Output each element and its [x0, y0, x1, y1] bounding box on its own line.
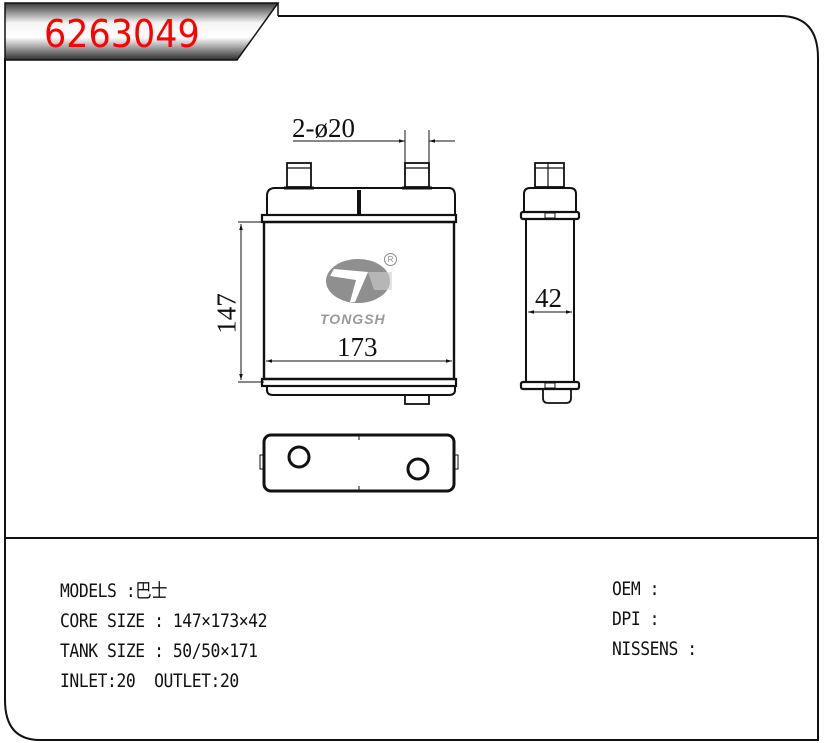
core-height-label: 147	[211, 293, 242, 334]
core-depth-label: 42	[535, 283, 562, 313]
pipe-diameter-label: 2-ø20	[292, 113, 355, 143]
brand-logo-text: TONGSH	[320, 311, 386, 327]
spec-core-size: CORE SIZE : 147×173×42	[60, 610, 267, 632]
spec-inlet-outlet: INLET:20 OUTLET:20	[60, 670, 239, 692]
spec-dpi: DPI :	[612, 608, 660, 630]
specs-left: MODELS :巴士 CORE SIZE : 147×173×42 TANK S…	[60, 576, 267, 696]
spec-oem: OEM :	[612, 578, 660, 600]
core-width-label: 173	[337, 332, 378, 362]
spec-models: MODELS :巴士	[60, 580, 168, 602]
header-banner	[4, 2, 280, 61]
specs-right: OEM : DPI : NISSENS :	[612, 574, 697, 664]
spec-tank-size: TANK SIZE : 50/50×171	[60, 640, 258, 662]
registered-mark-icon: R	[384, 253, 397, 266]
side-view	[519, 162, 581, 404]
front-view	[260, 162, 458, 405]
top-view	[259, 433, 459, 493]
outer-frame	[4, 15, 819, 741]
dimension-lines	[238, 130, 455, 383]
spec-nissens: NISSENS :	[612, 638, 697, 660]
tongsh-logo-icon	[326, 259, 392, 303]
part-number: 6263049	[44, 12, 200, 56]
